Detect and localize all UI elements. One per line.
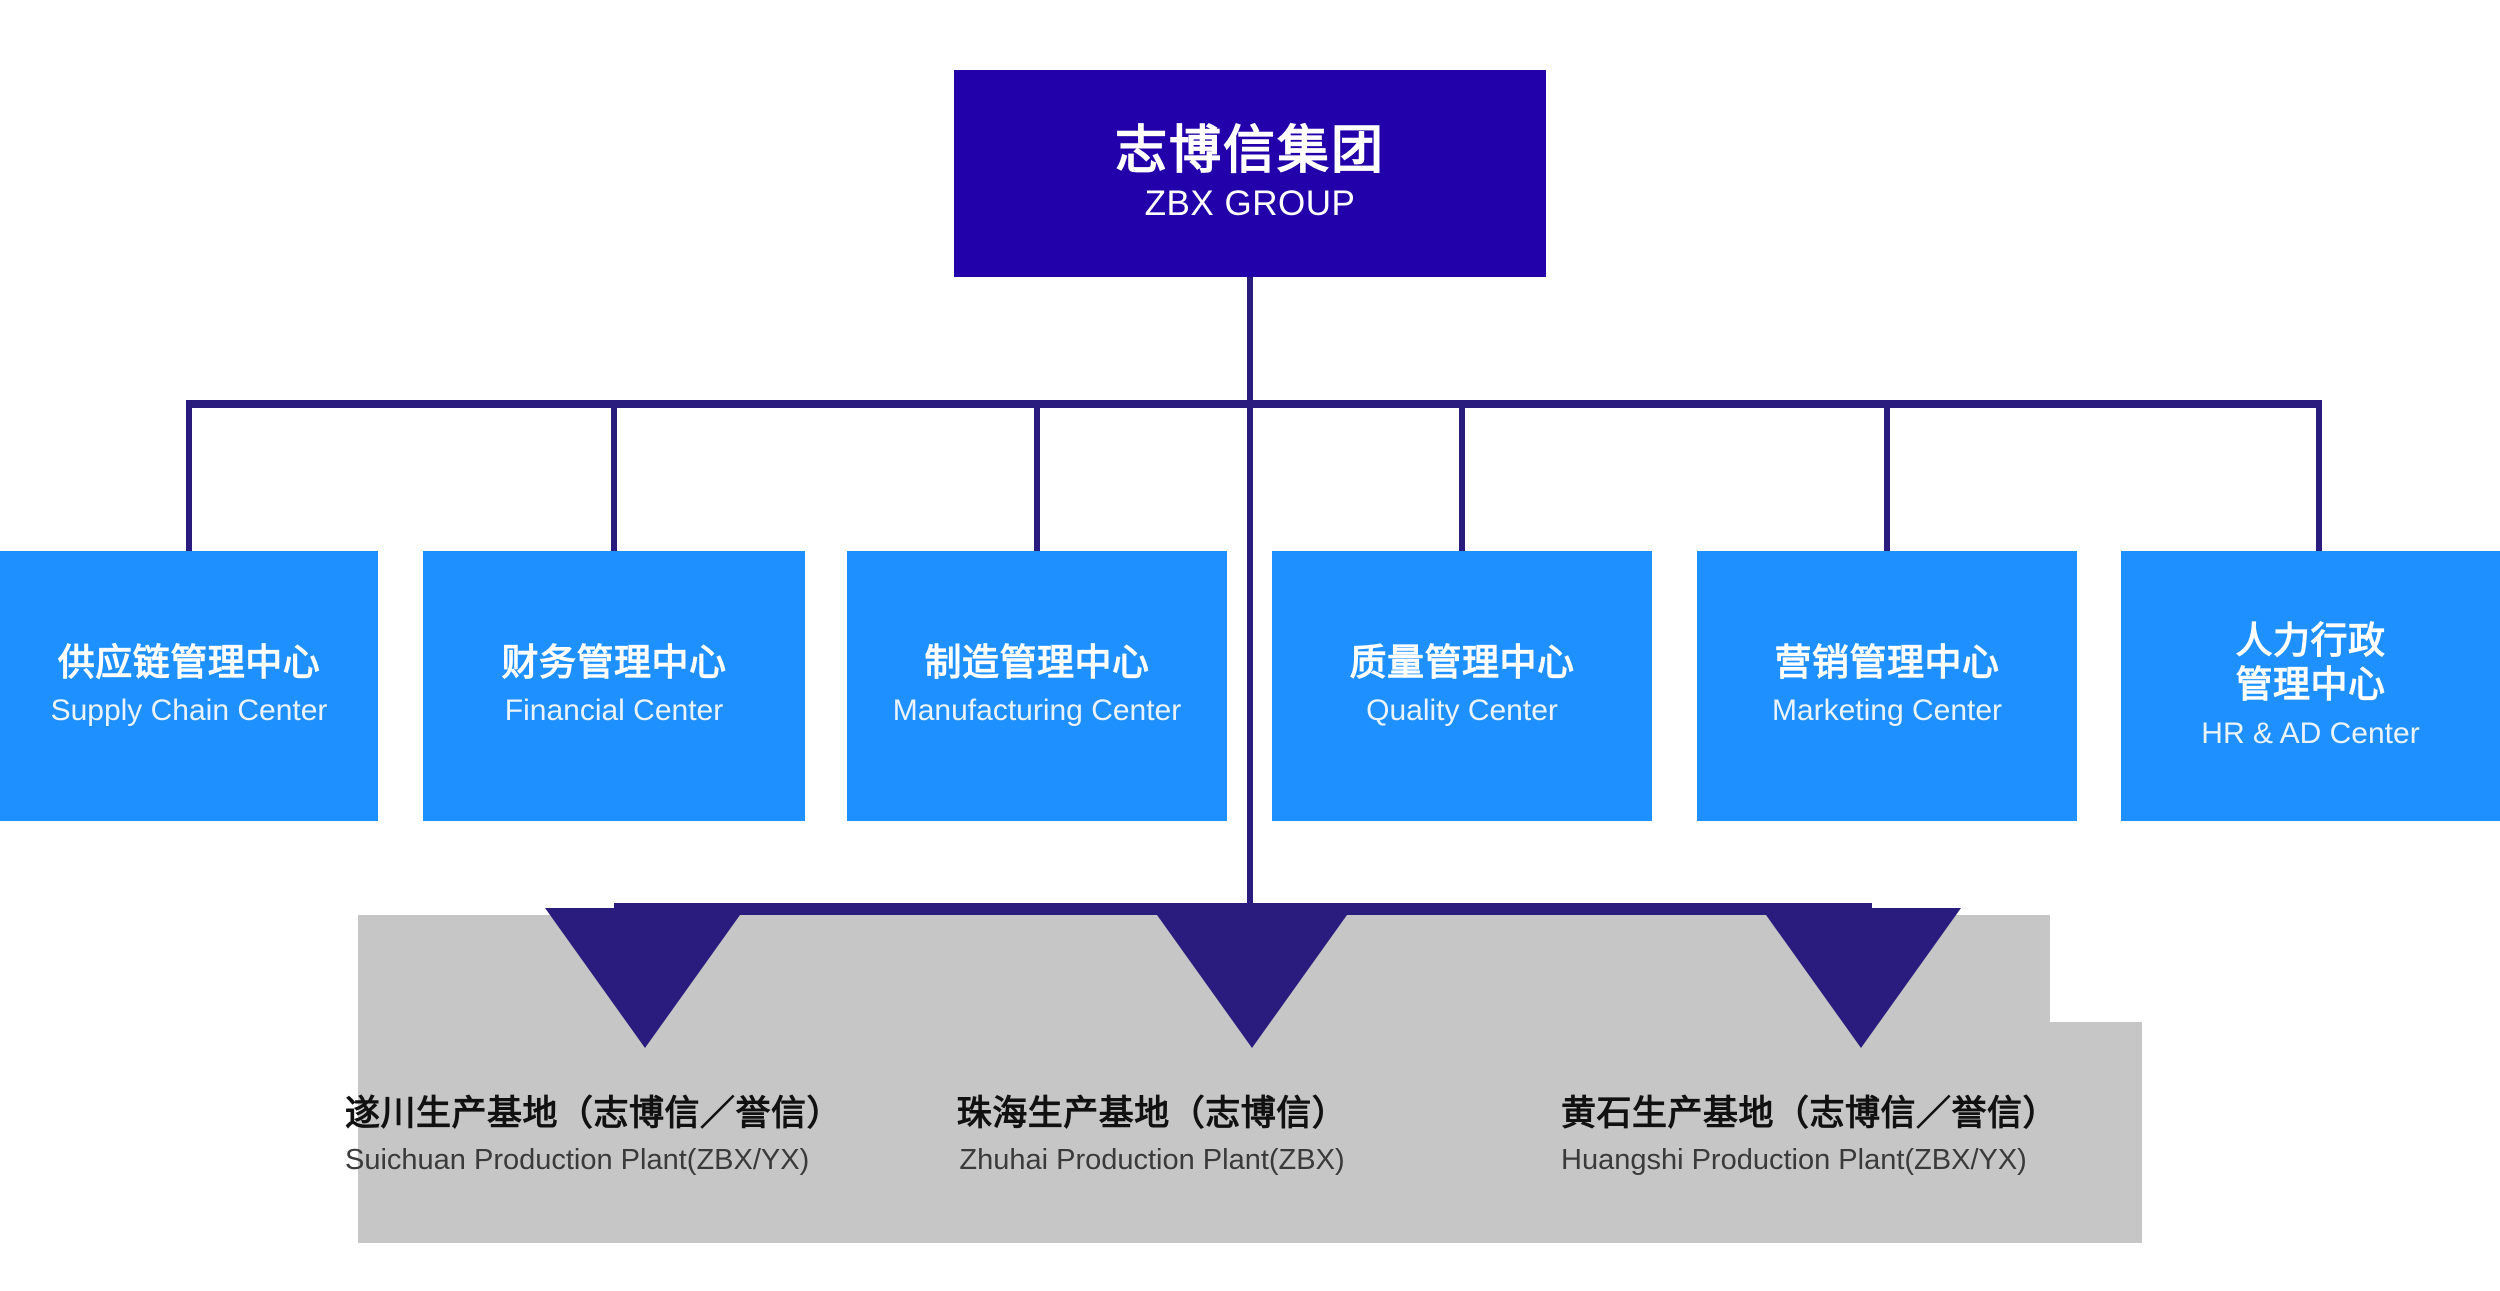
dept-label-cn-4: 质量管理中心 xyxy=(1349,642,1575,683)
dept-label-cn-6: 人力行政 管理中心 xyxy=(2235,619,2386,706)
plant-arrow-marker-1 xyxy=(545,908,745,1048)
dept-label-cn-2: 财务管理中心 xyxy=(501,642,727,683)
dept-box-supply-chain[interactable]: 供应链管理中心 Supply Chain Center xyxy=(0,551,378,821)
dept-label-en-2: Financial Center xyxy=(504,694,724,728)
dept-label-en-6: HR & AD Center xyxy=(2201,716,2420,750)
root-trunk-connector-upper xyxy=(1247,277,1253,404)
dept-box-quality[interactable]: 质量管理中心 Quality Center xyxy=(1272,551,1652,821)
plant-arrow-marker-2 xyxy=(1152,908,1352,1048)
dept-box-manufacturing[interactable]: 制造管理中心 Manufacturing Center xyxy=(847,551,1227,821)
connector-stub-dept-6 xyxy=(2316,404,2322,552)
root-trunk-connector-lower xyxy=(1247,404,1253,916)
plant-label-en-3: Huangshi Production Plant(ZBX/YX) xyxy=(1561,1143,2027,1176)
plant-arrow-marker-3 xyxy=(1761,908,1961,1048)
dept-label-en-5: Marketing Center xyxy=(1771,694,2003,728)
dept-label-cn-5: 营销管理中心 xyxy=(1774,642,2000,683)
dept-label-cn-3: 制造管理中心 xyxy=(924,642,1150,683)
connector-stub-dept-2 xyxy=(611,404,617,552)
plant-label-cn-1: 遂川生产基地（志博信／誉信） xyxy=(345,1094,843,1133)
level1-horizontal-connector xyxy=(186,400,2322,408)
plant-label-en-1: Suichuan Production Plant(ZBX/YX) xyxy=(345,1143,810,1176)
plant-label-zhuhai[interactable]: 珠海生产基地（志博信） Zhuhai Production Plant(ZBX) xyxy=(952,1092,1352,1179)
connector-stub-dept-3 xyxy=(1034,404,1040,552)
plant-band-step-extension xyxy=(2040,1022,2142,1243)
plant-label-huangshi[interactable]: 黄石生产基地（志博信／誉信） Huangshi Production Plant… xyxy=(1561,1092,2059,1179)
connector-stub-dept-4 xyxy=(1459,404,1465,552)
root-node-label-en: ZBX GROUP xyxy=(1144,183,1356,223)
plant-label-cn-2: 珠海生产基地（志博信） xyxy=(956,1094,1348,1133)
root-node-zbx-group[interactable]: 志博信集团 ZBX GROUP xyxy=(954,70,1546,277)
plant-label-cn-3: 黄石生产基地（志博信／誉信） xyxy=(1561,1094,2059,1133)
dept-box-hr-ad[interactable]: 人力行政 管理中心 HR & AD Center xyxy=(2121,551,2500,821)
connector-stub-dept-5 xyxy=(1884,404,1890,552)
dept-box-financial[interactable]: 财务管理中心 Financial Center xyxy=(423,551,805,821)
dept-label-en-3: Manufacturing Center xyxy=(892,694,1182,728)
dept-box-marketing[interactable]: 营销管理中心 Marketing Center xyxy=(1697,551,2077,821)
plant-label-suichuan[interactable]: 遂川生产基地（志博信／誉信） Suichuan Production Plant… xyxy=(345,1092,843,1179)
connector-stub-dept-1 xyxy=(186,404,192,552)
dept-label-en-4: Quality Center xyxy=(1366,694,1558,728)
dept-label-en-1: Supply Chain Center xyxy=(50,694,328,728)
dept-label-cn-1: 供应链管理中心 xyxy=(57,642,321,683)
plant-label-en-2: Zhuhai Production Plant(ZBX) xyxy=(959,1143,1345,1176)
root-node-label-cn: 志博信集团 xyxy=(1114,121,1385,180)
